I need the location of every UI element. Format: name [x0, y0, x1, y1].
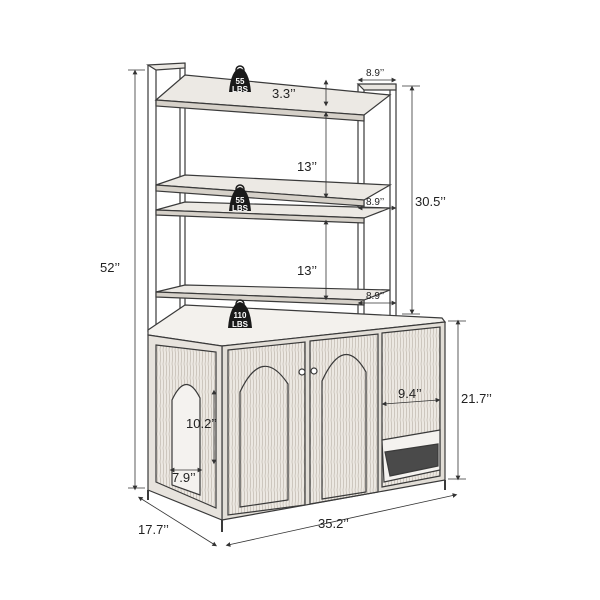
load-badge-top-value: 55	[236, 77, 245, 86]
entry-height-label: 10.2’’	[186, 416, 217, 431]
entry-width-label: 7.9’’	[172, 470, 196, 485]
middle-shelf	[155, 174, 393, 224]
top-shelf	[154, 74, 392, 122]
load-badge-middle-unit: LBS	[232, 204, 249, 213]
shelf-depth-2-label: 8.9’’	[366, 197, 384, 208]
lower-shelf	[155, 284, 391, 306]
shelf-gap-2-label: 13’’	[297, 263, 317, 278]
depth-label: 17.7’’	[138, 522, 169, 537]
load-badge-bottom-value: 110	[234, 311, 247, 320]
cabinet	[147, 304, 447, 532]
load-badge-bottom: 110 LBS	[228, 299, 252, 329]
width-label: 35.2’’	[318, 516, 349, 531]
litter-opening-label: 9.4’’	[398, 386, 422, 401]
width-line	[225, 493, 458, 547]
litter-opening-line	[381, 397, 441, 407]
cabinet-height-label: 21.7’’	[461, 391, 492, 406]
shelf-gap-small-label: 3.3’’	[272, 86, 296, 101]
depth-line	[137, 496, 218, 547]
load-badge-top: 55 LBS	[229, 65, 251, 94]
load-badge-middle-value: 55	[236, 196, 245, 205]
shelf-depth-1-label: 8.9’’	[366, 68, 384, 79]
shelf-gap-1-label: 13’’	[297, 159, 317, 174]
load-badge-middle: 55 LBS	[229, 184, 251, 213]
top-height-label: 30.5’’	[415, 194, 446, 209]
load-badge-bottom-unit: LBS	[232, 320, 249, 329]
shelf-depth-3-label: 8.9’’	[366, 291, 384, 302]
overall-height-label: 52’’	[100, 260, 120, 275]
load-badge-top-unit: LBS	[232, 85, 249, 94]
